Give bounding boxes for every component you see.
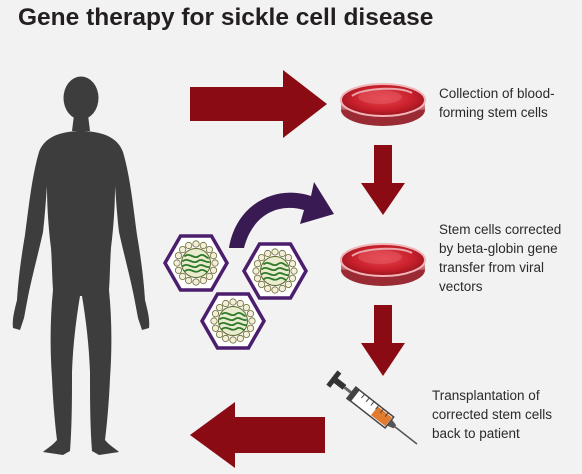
petri-dish-2-icon <box>340 243 426 286</box>
viral-vector-icon <box>200 292 266 350</box>
curved-arrow <box>229 182 334 248</box>
step-1-line-1: Collection of blood- <box>439 86 555 101</box>
step-3-line-3: back to patient <box>432 426 520 441</box>
step-3-label: Transplantation of corrected stem cells … <box>432 386 552 443</box>
diagram-title: Gene therapy for sickle cell disease <box>18 4 434 31</box>
arrow-down-2 <box>361 305 405 376</box>
step-2-label: Stem cells corrected by beta-globin gene… <box>439 220 561 296</box>
petri-dish-1-icon <box>340 83 426 126</box>
step-2-line-3: transfer from viral <box>439 260 545 275</box>
step-3-line-2: corrected stem cells <box>432 407 553 422</box>
human-silhouette-icon <box>12 76 150 455</box>
arrow-to-patient <box>190 402 325 468</box>
viral-vector-icon <box>242 242 308 300</box>
step-1-label: Collection of blood- forming stem cells <box>439 84 555 122</box>
step-3-line-1: Transplantation of <box>432 388 540 403</box>
step-2-line-2: by beta-globin gene <box>439 241 558 256</box>
viral-vector-icon <box>163 234 229 292</box>
step-2-line-1: Stem cells corrected <box>439 222 562 237</box>
step-2-line-4: vectors <box>439 279 483 294</box>
syringe-icon <box>326 370 418 445</box>
arrow-to-collection <box>190 70 327 138</box>
arrow-down-1 <box>361 145 405 215</box>
step-1-line-2: forming stem cells <box>439 105 548 120</box>
